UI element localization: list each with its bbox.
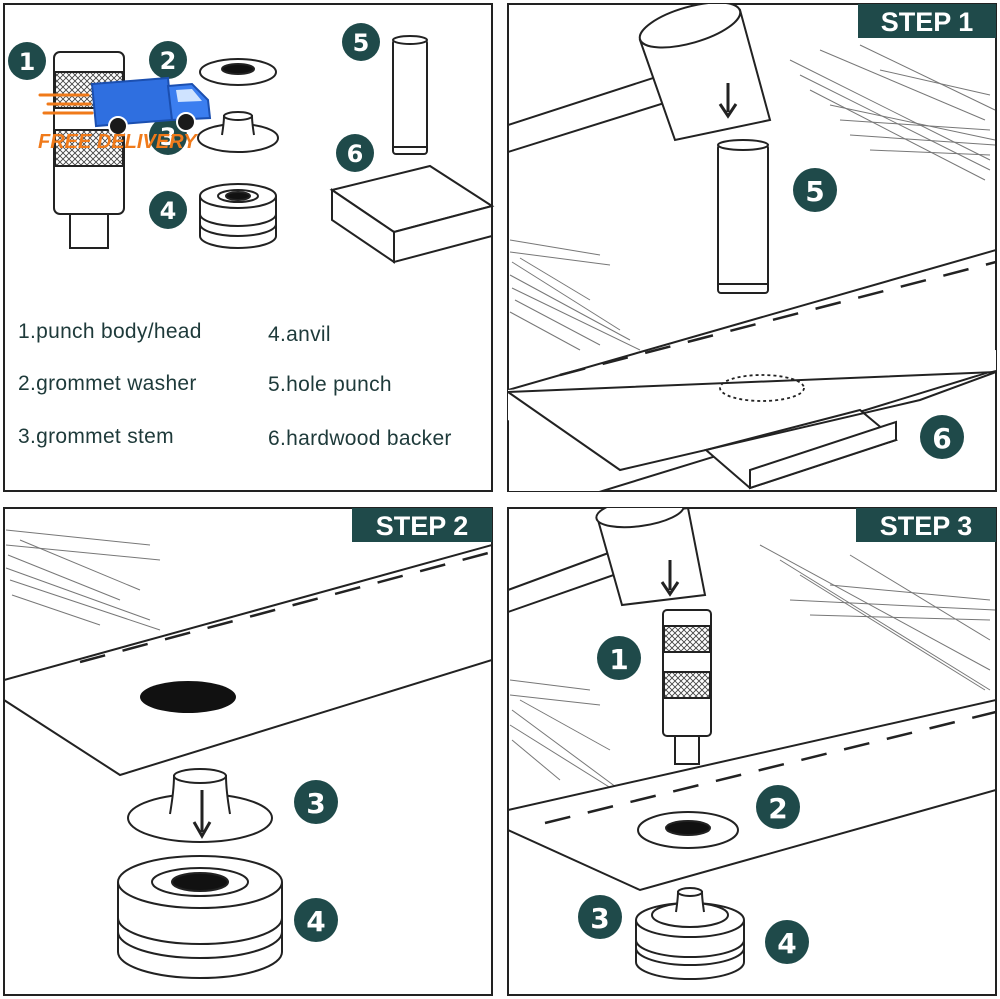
badge-4: 4 xyxy=(149,191,187,229)
hole-punch-tool xyxy=(717,139,769,294)
legend-punch-body: 1.punch body/head xyxy=(18,320,202,343)
svg-text:2: 2 xyxy=(160,47,177,75)
motion-streaks xyxy=(5,529,161,631)
grommet-stem-on-anvil xyxy=(635,887,745,980)
hammer-illustration xyxy=(508,4,772,154)
badge-6-step-1: 6 xyxy=(920,415,964,459)
svg-text:5: 5 xyxy=(353,29,370,57)
legend-hole-punch: 5.hole punch xyxy=(268,373,392,396)
svg-text:1: 1 xyxy=(19,48,36,76)
legend-hardwood-backer: 6.hardwood backer xyxy=(268,427,452,450)
svg-text:5: 5 xyxy=(805,175,824,208)
grommet-stem-tool xyxy=(127,768,273,843)
anvil-tool xyxy=(117,855,283,979)
canvas-sheet xyxy=(508,698,996,892)
badge-5: 5 xyxy=(342,23,380,61)
badge-5-step-1: 5 xyxy=(793,168,837,212)
step-1-label: STEP 1 xyxy=(858,4,996,38)
grommet-washer-illustration xyxy=(199,58,277,86)
badge-1: 1 xyxy=(8,42,46,80)
badge-2: 2 xyxy=(149,41,187,79)
free-delivery-logo-text: FREE DELIVERY xyxy=(38,131,198,153)
legend-grommet-stem: 3.grommet stem xyxy=(18,425,174,448)
badge-3-step-3: 3 xyxy=(578,895,622,939)
svg-text:4: 4 xyxy=(306,905,325,938)
badge-4-step-3: 4 xyxy=(765,920,809,964)
hardwood-backer-block xyxy=(703,408,899,490)
grommet-washer-tool xyxy=(637,811,739,849)
punch-body-tool xyxy=(662,609,712,765)
canvas-sheet xyxy=(4,543,492,777)
punch-target-circle xyxy=(719,374,805,402)
hole-punch-illustration xyxy=(392,35,428,155)
svg-text:6: 6 xyxy=(347,140,364,168)
svg-text:4: 4 xyxy=(777,927,796,960)
legend-grommet-washer: 2.grommet washer xyxy=(18,372,197,395)
svg-text:3: 3 xyxy=(160,123,177,151)
svg-text:3: 3 xyxy=(590,902,609,935)
badge-3-step-2: 3 xyxy=(294,780,338,824)
svg-text:STEP 3: STEP 3 xyxy=(880,511,973,541)
hammer-illustration xyxy=(508,508,707,614)
svg-text:STEP 1: STEP 1 xyxy=(881,7,974,37)
anvil-illustration xyxy=(199,183,277,249)
step-2-label: STEP 2 xyxy=(352,508,492,542)
badge-2-step-3: 2 xyxy=(756,785,800,829)
badge-6: 6 xyxy=(336,134,374,172)
step-3-label: STEP 3 xyxy=(856,508,996,542)
svg-text:3: 3 xyxy=(306,787,325,820)
punch-body-illustration xyxy=(53,51,125,249)
badge-1-step-3: 1 xyxy=(597,636,641,680)
svg-text:4: 4 xyxy=(160,197,177,225)
delivery-truck-icon xyxy=(38,76,212,136)
svg-text:1: 1 xyxy=(609,643,628,676)
svg-text:2: 2 xyxy=(768,792,787,825)
badge-4-step-2: 4 xyxy=(294,898,338,942)
legend-anvil: 4.anvil xyxy=(268,323,331,346)
motion-streaks xyxy=(509,44,996,351)
grommet-stem-illustration xyxy=(197,111,279,153)
punched-hole xyxy=(140,681,236,713)
motion-streaks xyxy=(509,544,996,801)
hardwood-backer-illustration xyxy=(329,164,495,264)
svg-text:6: 6 xyxy=(932,422,951,455)
svg-text:STEP 2: STEP 2 xyxy=(376,511,469,541)
